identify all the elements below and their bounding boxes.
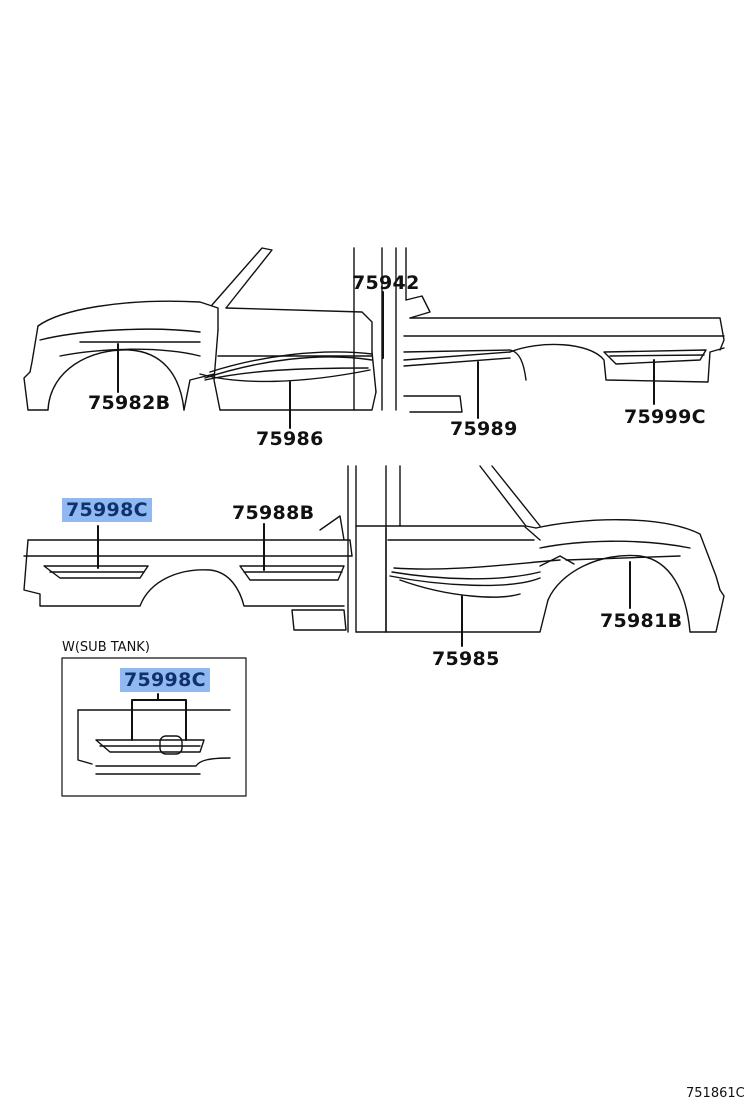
bottom-leader-lines xyxy=(98,524,630,646)
callout-75981b: 75981B xyxy=(600,610,683,632)
inset-title: W(SUB TANK) xyxy=(62,640,150,655)
callout-75982b: 75982B xyxy=(88,392,171,414)
callout-75998c-highlighted[interactable]: 75998C xyxy=(62,498,152,522)
callout-75989: 75989 xyxy=(450,418,518,440)
top-truck-view xyxy=(24,248,724,412)
inset-callout-75998c-highlighted[interactable]: 75998C xyxy=(120,668,210,692)
callout-75999c: 75999C xyxy=(624,406,706,428)
callout-75942: 75942 xyxy=(352,272,420,294)
callout-75988b: 75988B xyxy=(232,502,315,524)
callout-75985: 75985 xyxy=(432,648,500,670)
top-leader-lines xyxy=(118,292,654,428)
bottom-truck-view xyxy=(24,466,724,632)
callout-75986: 75986 xyxy=(256,428,324,450)
inset-sub-tank xyxy=(62,658,246,796)
inset-leader-lines xyxy=(132,694,186,740)
illustration-code: 751861C xyxy=(686,1086,745,1101)
